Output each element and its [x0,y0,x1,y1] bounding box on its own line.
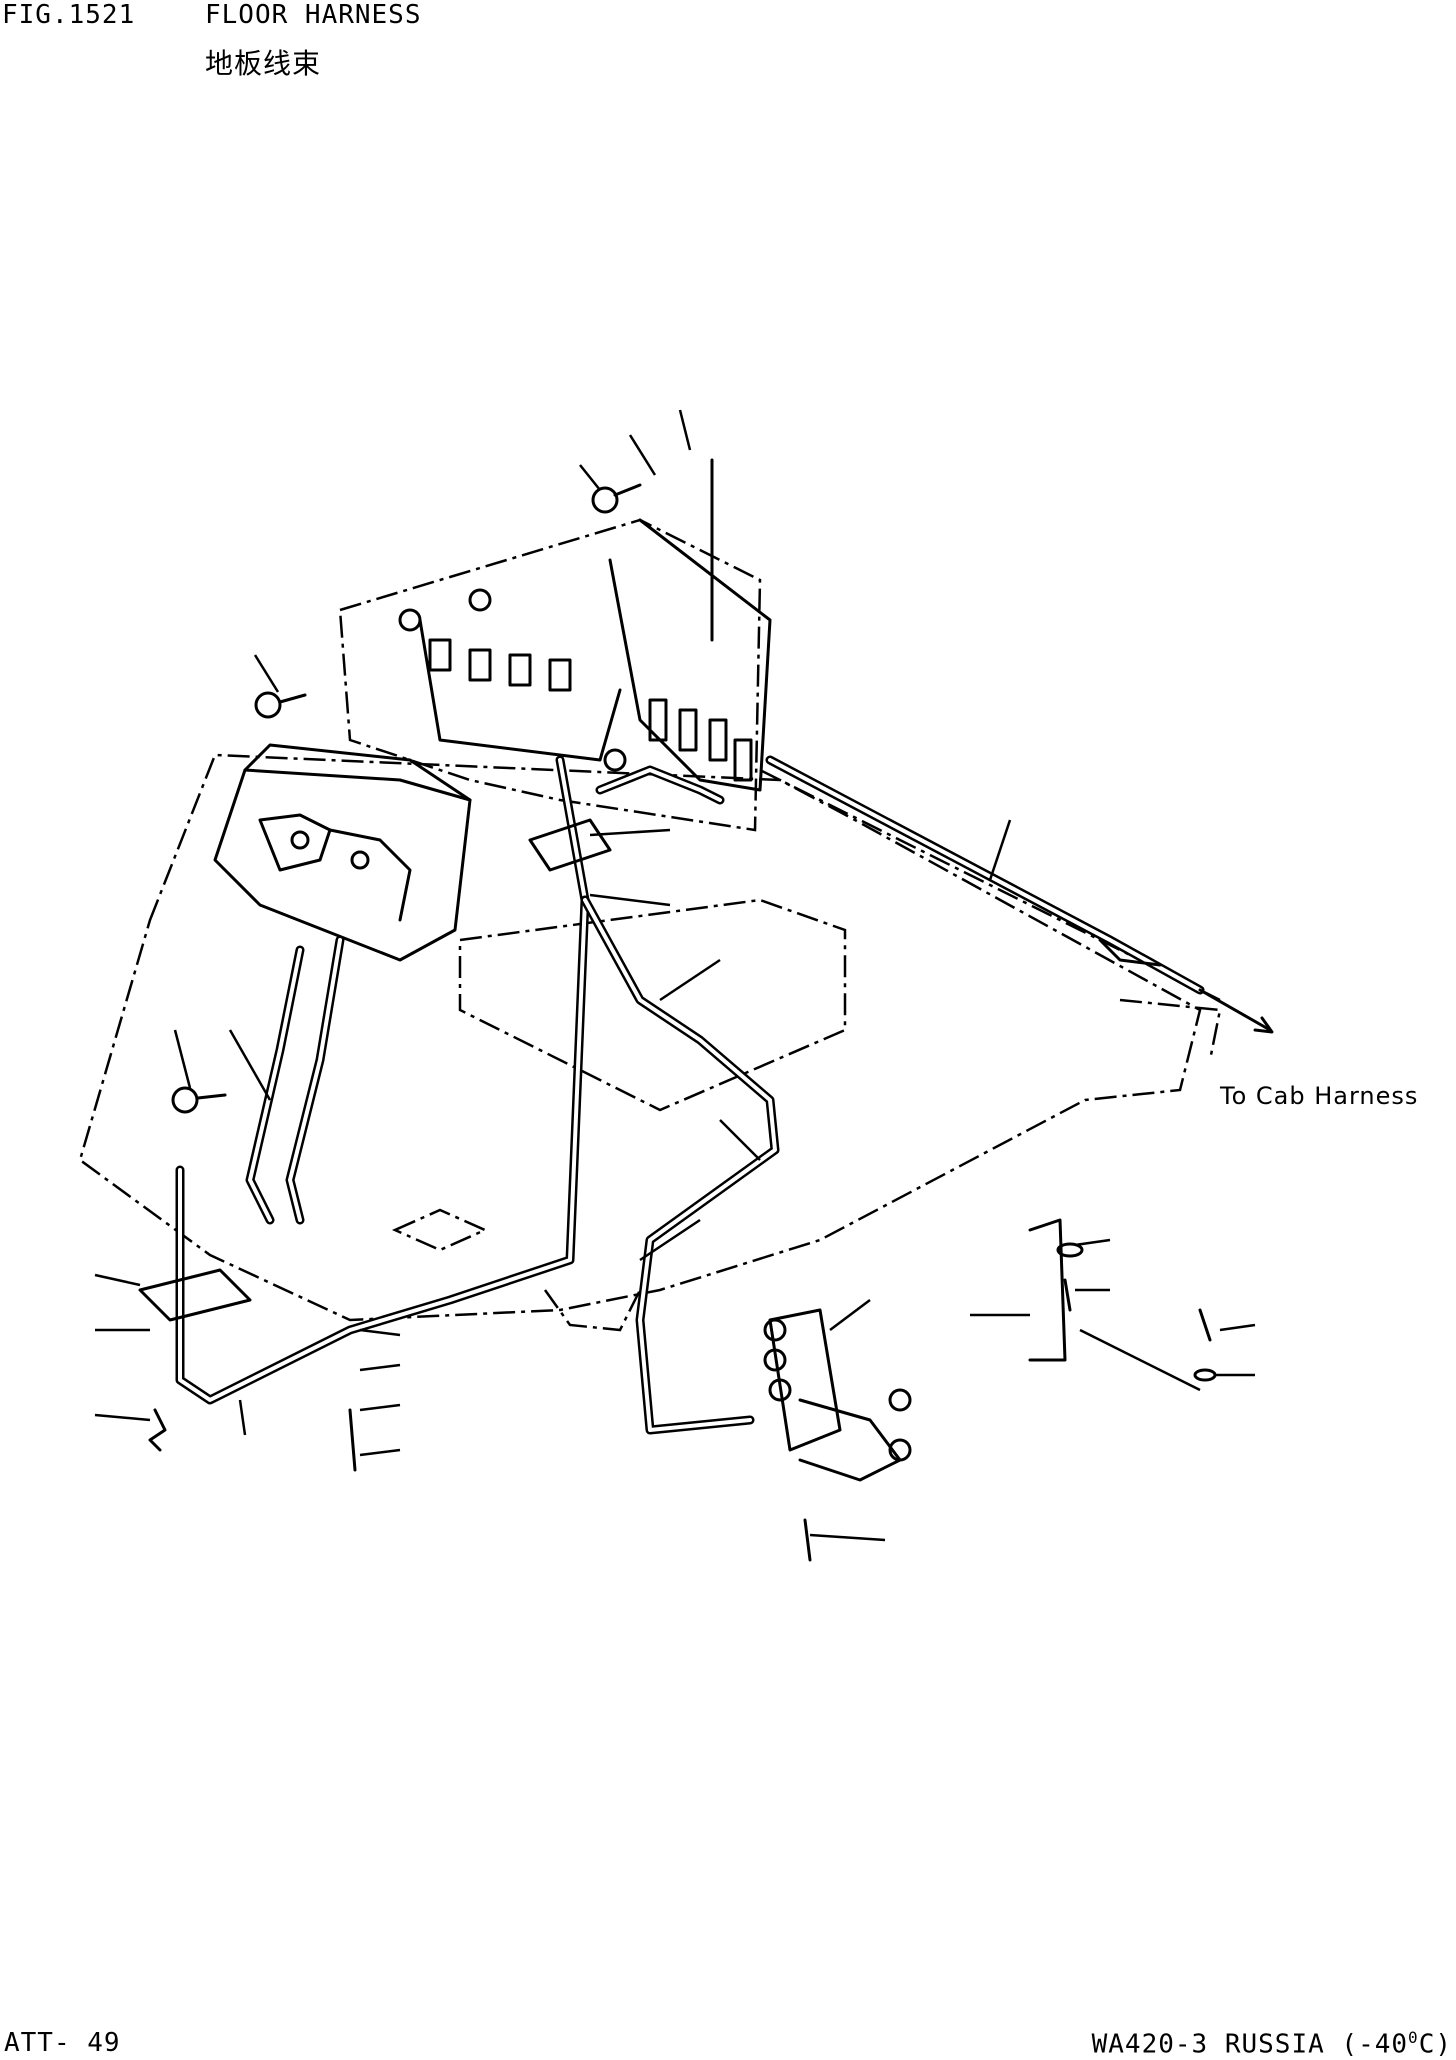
connector-cluster [763,1318,912,1482]
cab-harness-arrow [1198,988,1274,1034]
brackets [138,818,1067,1452]
harness-runs [175,755,1205,1435]
fasteners [148,458,1217,1562]
page-reference: ATT- 49 [4,2028,121,2058]
cab-harness-label: To Cab Harness [1220,1082,1419,1110]
model-text: WA420-3 RUSSIA (-40 [1091,2029,1409,2060]
figure-subtitle: 地板线束 [205,47,322,80]
control-box [213,743,472,962]
model-reference: WA420-3 RUSSIA (-400C) [1092,2030,1452,2058]
figure-number: FIG.1521 [2,0,136,30]
model-unit: C) [1418,2029,1452,2060]
floor-outline [78,518,1222,1332]
figure-title: FLOOR HARNESS [205,0,422,30]
switch-panel [398,518,772,792]
degree-superscript: 0 [1408,2028,1419,2047]
leader-lines [94,409,1256,1542]
